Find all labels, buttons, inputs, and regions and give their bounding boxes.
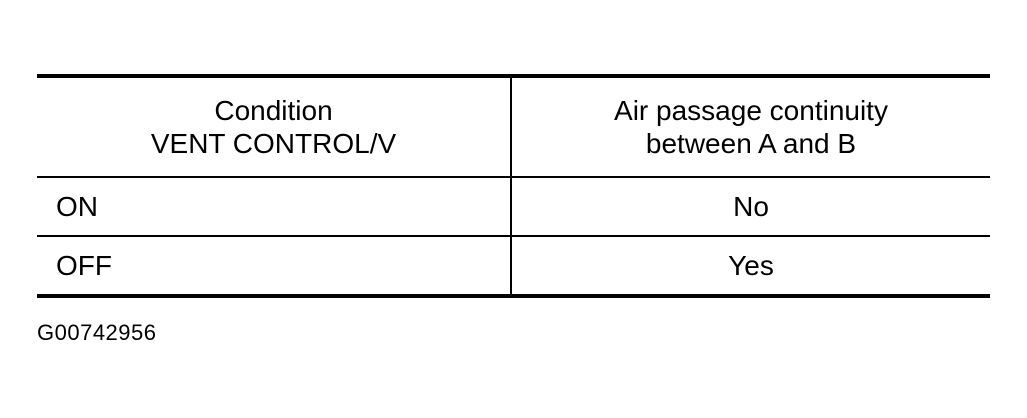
table-header: Condition VENT CONTROL/V Air passage con… xyxy=(37,76,990,177)
header-condition: Condition VENT CONTROL/V xyxy=(37,76,512,177)
table-body: ON No OFF Yes xyxy=(37,177,990,296)
condition-cell: OFF xyxy=(37,236,512,296)
table-row: OFF Yes xyxy=(37,236,990,296)
continuity-cell: No xyxy=(733,191,769,222)
table-row: ON No xyxy=(37,177,990,236)
header-row: Condition VENT CONTROL/V Air passage con… xyxy=(37,76,990,177)
header-condition-line2: VENT CONTROL/V xyxy=(150,128,397,159)
continuity-spec-table: Condition VENT CONTROL/V Air passage con… xyxy=(37,74,990,298)
header-continuity-line1: Air passage continuity xyxy=(614,95,888,126)
header-condition-line1: Condition xyxy=(214,95,333,126)
figure-id: G00742956 xyxy=(37,320,157,345)
header-continuity-line2: between A and B xyxy=(645,128,857,159)
header-continuity: Air passage continuity between A and B xyxy=(511,76,990,177)
continuity-cell: Yes xyxy=(728,250,774,281)
condition-cell: ON xyxy=(37,177,512,236)
